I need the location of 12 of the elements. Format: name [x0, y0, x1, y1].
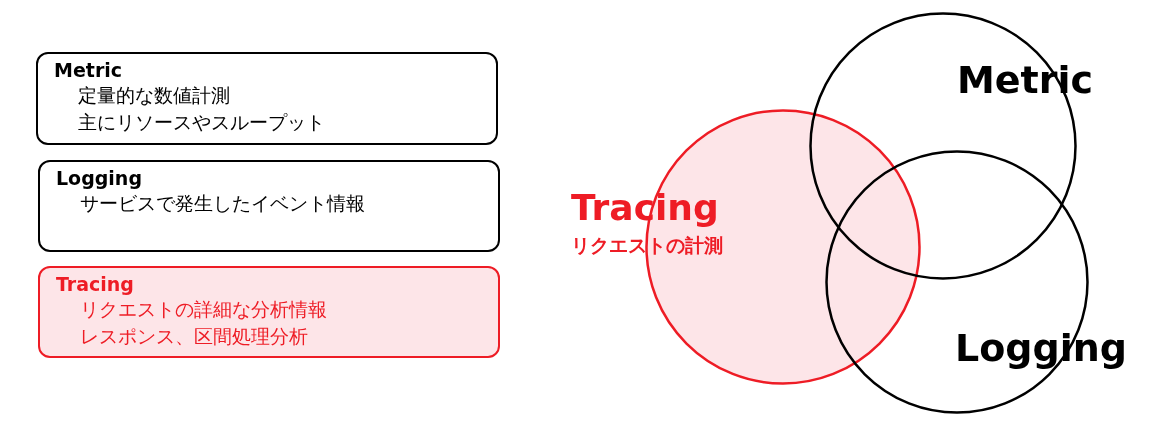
card-text: 主にリソースやスループット	[77, 110, 326, 135]
text-card	[38, 266, 500, 358]
card-heading: Metric	[54, 58, 124, 82]
set-subtitle: リクエストの計測	[571, 233, 723, 258]
card-text: レスポンス、区間処理分析	[79, 324, 309, 349]
card-text: 定量的な数値計測	[77, 83, 231, 108]
text-card	[36, 52, 498, 145]
card-text: サービスで発生したイベント情報	[79, 191, 366, 216]
card-heading: Tracing	[56, 272, 135, 296]
card-heading: Logging	[56, 166, 143, 190]
text-card	[38, 160, 500, 252]
card-text: リクエストの詳細な分析情報	[79, 297, 328, 322]
